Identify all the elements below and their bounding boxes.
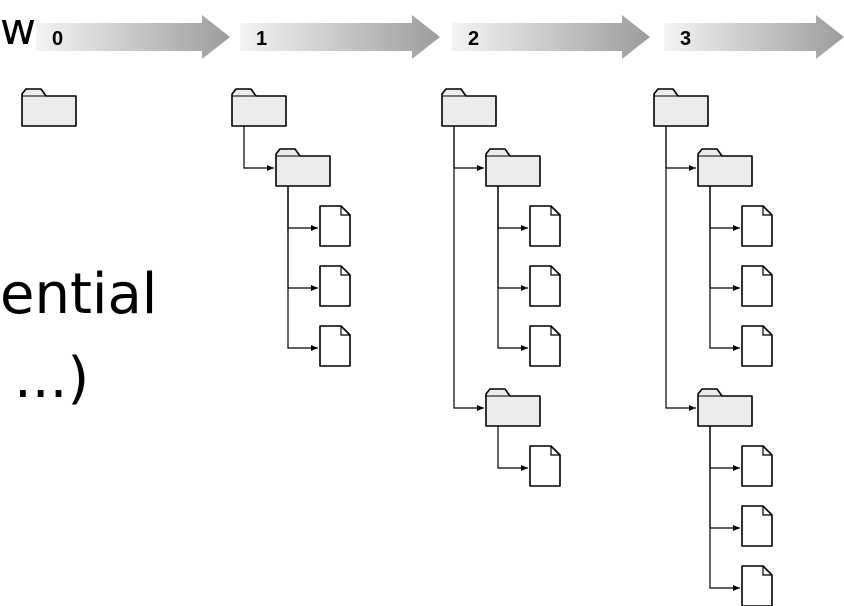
file-icon <box>741 445 773 487</box>
revision-arrow: 1 <box>240 15 440 59</box>
revision-arrow: 3 <box>664 15 844 59</box>
revision-label: 3 <box>680 28 691 50</box>
file-icon <box>741 265 773 307</box>
file-icon <box>529 325 561 367</box>
revision-arrow: 2 <box>452 15 650 59</box>
folder-icon <box>485 388 541 427</box>
folder-icon <box>697 388 753 427</box>
folder-icon <box>21 88 77 127</box>
file-icon <box>741 565 773 606</box>
file-icon <box>529 265 561 307</box>
revision-tree <box>231 88 351 367</box>
file-icon <box>741 205 773 247</box>
folder-icon <box>441 88 497 127</box>
revision-label: 2 <box>468 28 479 50</box>
revision-tree <box>21 88 77 127</box>
folder-icon <box>275 148 331 187</box>
revision-tree <box>653 88 773 606</box>
folder-icon <box>485 148 541 187</box>
file-icon <box>319 205 351 247</box>
revision-label: 1 <box>256 28 267 50</box>
slide-text-fragment-top: w <box>0 4 36 55</box>
file-icon <box>319 265 351 307</box>
revision-label: 0 <box>52 28 63 50</box>
folder-icon <box>653 88 709 127</box>
folder-icon <box>697 148 753 187</box>
file-icon <box>529 205 561 247</box>
revision-arrow: 0 <box>36 15 230 59</box>
file-icon <box>741 325 773 367</box>
slide-text-fragment-bottom: ...) <box>14 346 90 411</box>
file-icon <box>529 445 561 487</box>
revision-tree <box>441 88 561 487</box>
file-icon <box>741 505 773 547</box>
folder-icon <box>231 88 287 127</box>
file-icon <box>319 325 351 367</box>
slide-text-fragment-middle: ential <box>0 262 158 327</box>
